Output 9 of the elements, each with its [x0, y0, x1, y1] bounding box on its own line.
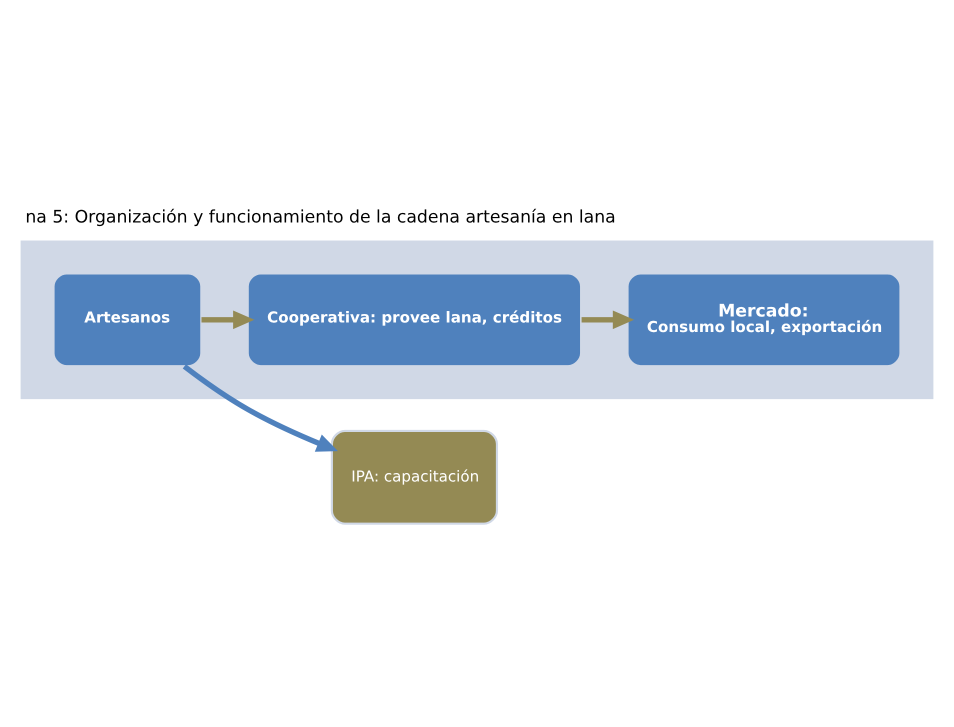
diagram-title: na 5: Organización y funcionamiento de la cadena artesanía en lana	[25, 206, 616, 227]
node-box: Mercado: Consumo local, exportación	[626, 272, 902, 367]
arrow	[182, 364, 338, 452]
node-box: IPA: capacitación	[330, 429, 498, 524]
arrow	[582, 310, 634, 329]
node-box: Cooperativa: provee lana, créditos	[246, 272, 582, 367]
node-box: Artesanos	[52, 272, 202, 367]
cluster	[20, 240, 934, 399]
arrow	[201, 310, 254, 329]
